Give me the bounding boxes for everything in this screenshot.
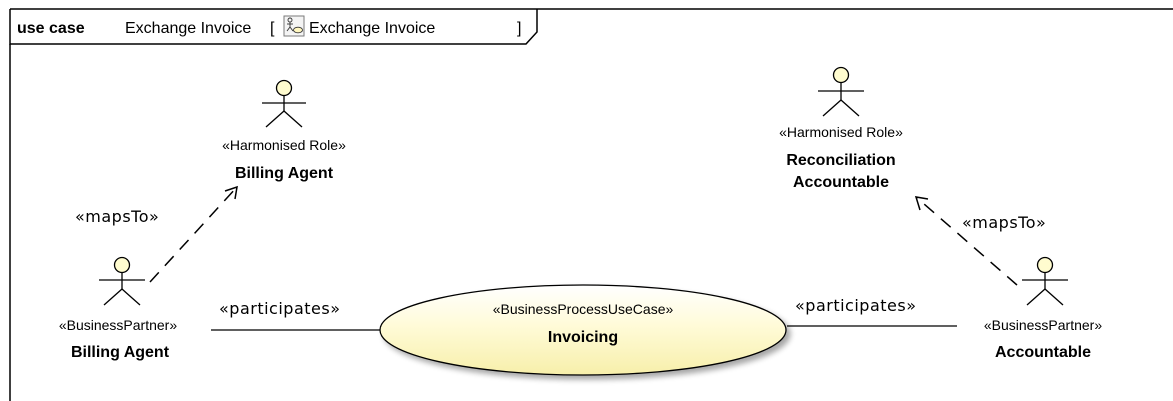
participates-right-label: «participates» (795, 296, 917, 315)
diagram-frame: use case Exchange Invoice [ Exchange Inv… (9, 8, 1173, 401)
maps-to-right-edge (914, 196, 1018, 286)
actor-name: Billing Agent (71, 344, 170, 361)
actor-stereotype: «BusinessPartner» (59, 317, 178, 333)
actor-accountable-partner[interactable]: «BusinessPartner» Accountable (984, 256, 1103, 362)
actor-name: Accountable (995, 344, 1091, 361)
actor-stick-figure-icon (1022, 256, 1068, 306)
actor-name-line-1: Reconciliation (786, 152, 895, 169)
use-case-ellipse (379, 284, 787, 376)
actor-billing-agent-partner[interactable]: «BusinessPartner» Billing Agent (59, 256, 178, 362)
frame-bracket-open: [ (270, 20, 275, 37)
use-case-invoicing[interactable]: «BusinessProcessUseCase» Invoicing (379, 284, 787, 376)
use-case-diagram-icon (283, 15, 305, 37)
participates-left-label: «participates» (219, 299, 341, 318)
actor-stick-figure-icon (99, 256, 145, 306)
actor-name: Billing Agent (235, 165, 334, 182)
maps-to-left-edge (149, 185, 238, 283)
use-case-name: Invoicing (548, 329, 618, 346)
actor-billing-agent-role[interactable]: «Harmonised Role» Billing Agent (222, 79, 346, 183)
frame-diagram-reference: Exchange Invoice (309, 20, 435, 37)
actor-reconciliation-accountable-role[interactable]: «Harmonised Role» Reconciliation Account… (779, 66, 903, 192)
frame-keyword: use case (17, 20, 85, 37)
actor-stereotype: «Harmonised Role» (779, 124, 903, 140)
frame-title: Exchange Invoice (125, 20, 251, 37)
actor-name-line-2: Accountable (793, 174, 889, 191)
actor-stick-figure-icon (818, 66, 864, 117)
use-case-stereotype: «BusinessProcessUseCase» (493, 301, 674, 317)
maps-to-left-label: «mapsTo» (75, 207, 159, 226)
actor-stereotype: «BusinessPartner» (984, 317, 1103, 333)
actor-stereotype: «Harmonised Role» (222, 137, 346, 153)
frame-bracket-close: ] (517, 20, 521, 37)
maps-to-right-label: «mapsTo» (962, 213, 1046, 232)
actor-stick-figure-icon (262, 79, 306, 128)
frame-name-tab (9, 9, 538, 45)
